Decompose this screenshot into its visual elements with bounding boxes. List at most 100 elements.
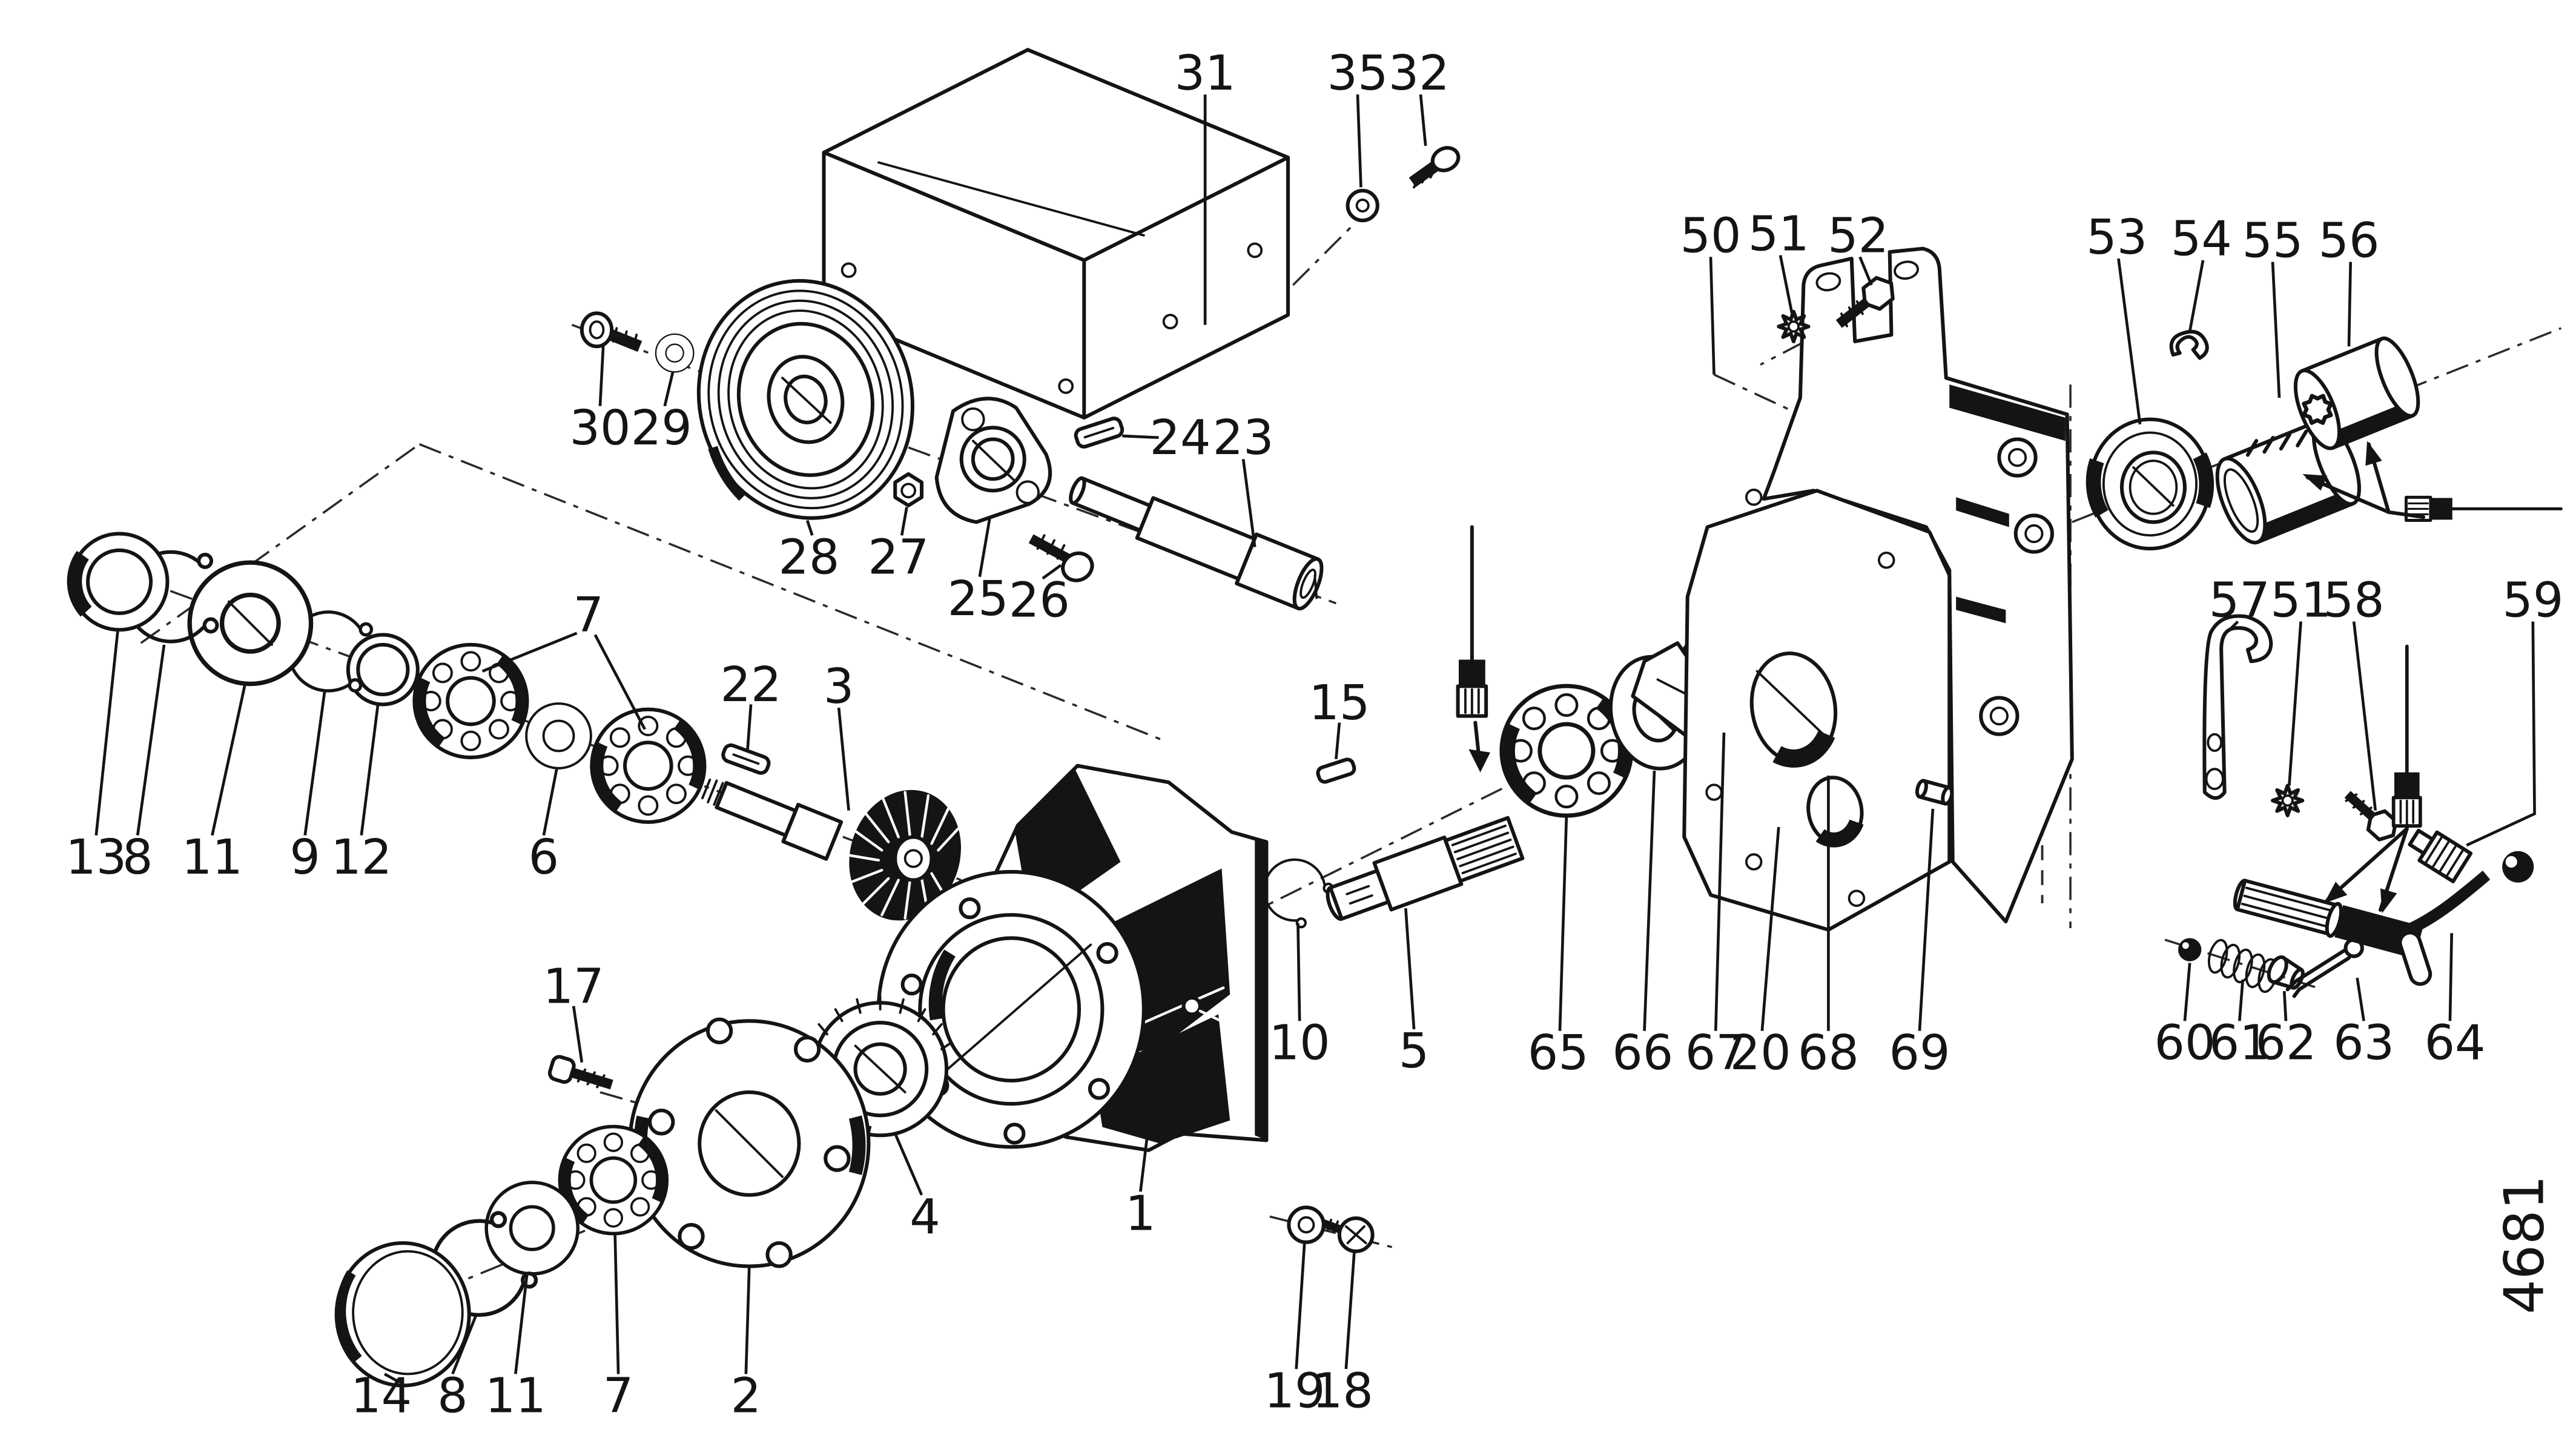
key-24: [1074, 417, 1125, 449]
part-number-text: 29: [631, 400, 692, 456]
washer-19: [1287, 1205, 1326, 1244]
part-number-text: 28: [778, 529, 839, 585]
part-label-23: 23: [1213, 409, 1274, 547]
part-label-10: 10: [1269, 923, 1330, 1070]
part-number-text: 19: [1264, 1362, 1325, 1419]
part-label-64: 64: [2425, 933, 2486, 1070]
part-label-6: 6: [529, 767, 560, 885]
part-label-54: 54: [2171, 211, 2232, 332]
part-number-text: 55: [2242, 212, 2304, 268]
nut-27: [893, 472, 924, 507]
part-label-69: 69: [1889, 808, 1950, 1081]
cover-31: [822, 48, 1290, 420]
drawing-number: 4681: [2493, 1175, 2557, 1314]
part-label-51-top: 51: [1748, 206, 1809, 314]
rear-casting: [1762, 246, 2074, 924]
washer-6: [525, 702, 592, 770]
part-label-20: 20: [1730, 826, 1791, 1081]
part-label-13: 13: [65, 631, 127, 885]
bolt-52: [1835, 275, 1895, 328]
part-label-32: 32: [1389, 45, 1450, 147]
part-number-text: 56: [2318, 212, 2379, 268]
sleeve-55: [2215, 418, 2361, 545]
part-number-text: 11: [182, 829, 243, 885]
bolt-30: [580, 311, 642, 352]
part-number-text: 30: [569, 400, 630, 456]
part-number-text: 2: [731, 1367, 762, 1423]
part-number-text: 11: [485, 1367, 546, 1423]
part-number-text: 54: [2171, 211, 2232, 267]
screw-18: [1321, 1216, 1375, 1253]
part-number-text: 9: [289, 829, 320, 885]
lever-plate-57: [2202, 614, 2273, 800]
part-number-text: 6: [529, 829, 560, 885]
part-label-15: 15: [1309, 674, 1370, 760]
part-label-17: 17: [543, 958, 604, 1063]
ring-13: [67, 532, 170, 632]
part-number-text: 32: [1389, 45, 1450, 101]
part-label-25: 25: [948, 518, 1009, 627]
part-label-59: 59: [2466, 572, 2563, 847]
flange-2: [628, 1017, 871, 1268]
part-label-62: 62: [2255, 990, 2316, 1070]
shaft-sleeve-23: [1069, 476, 1324, 611]
part-number-text: 31: [1175, 45, 1236, 101]
part-label-3: 3: [824, 658, 854, 811]
washer-29: [655, 333, 695, 373]
part-number-text: 3: [824, 658, 854, 714]
part-number-text: 61: [2209, 1014, 2270, 1070]
part-number-text: 15: [1309, 674, 1370, 731]
part-label-51-right: 51: [2270, 572, 2331, 786]
bearing-7b: [592, 710, 704, 822]
cotter-pin-63: [2285, 938, 2364, 998]
part-number-text: 51: [2270, 572, 2331, 628]
pin-69: [1915, 779, 1954, 806]
part-label-5: 5: [1399, 908, 1429, 1079]
part-label-56: 56: [2318, 212, 2379, 347]
part-number-text: 13: [65, 829, 127, 885]
part-label-52: 52: [1828, 207, 1889, 286]
flange-bearing-25: [934, 397, 1052, 524]
housing-1: [876, 763, 1269, 1152]
part-number-text: 8: [122, 829, 153, 885]
part-label-18: 18: [1312, 1251, 1373, 1419]
ring-12: [346, 633, 420, 707]
part-number-text: 63: [2333, 1014, 2394, 1070]
part-label-26: 26: [1009, 564, 1070, 628]
part-number-text: 18: [1312, 1362, 1373, 1419]
part-number-text: 50: [1680, 207, 1742, 263]
part-number-text: 69: [1889, 1024, 1950, 1081]
part-label-67: 67: [1685, 732, 1746, 1081]
part-number-text: 10: [1269, 1014, 1330, 1070]
retaining-clip-54: [2169, 329, 2209, 360]
part-label-28: 28: [778, 519, 839, 585]
part-number-text: 59: [2502, 572, 2563, 628]
part-label-27: 27: [868, 507, 929, 585]
part-label-35: 35: [1327, 45, 1388, 188]
star-nut-51-top: [1778, 312, 1808, 341]
part-number-text: 58: [2323, 572, 2385, 628]
coupling-56: [2293, 336, 2420, 450]
part-label-19: 19: [1264, 1241, 1325, 1419]
star-washer-51-right: [2273, 786, 2302, 816]
bearing-7a: [414, 645, 527, 757]
part-label-11-bottom: 11: [485, 1273, 546, 1423]
washer-11-left: [190, 562, 311, 684]
part-number-text: 7: [603, 1367, 634, 1423]
part-label-57: 57: [2209, 572, 2270, 631]
part-number-text: 57: [2209, 572, 2270, 628]
cap-14: [334, 1241, 471, 1388]
part-number-text: 26: [1009, 572, 1070, 628]
grease-brush-shaft5: [1458, 527, 1490, 773]
key-22: [721, 743, 771, 775]
bolt-17: [547, 1055, 613, 1090]
part-label-12: 12: [331, 704, 392, 885]
ball-60: [2178, 938, 2202, 961]
part-number-text: 27: [868, 529, 929, 585]
bolt-26: [1028, 534, 1094, 582]
plate-68: [1682, 489, 1952, 932]
part-number-text: 8: [437, 1367, 468, 1423]
part-label-11-left: 11: [182, 682, 247, 885]
